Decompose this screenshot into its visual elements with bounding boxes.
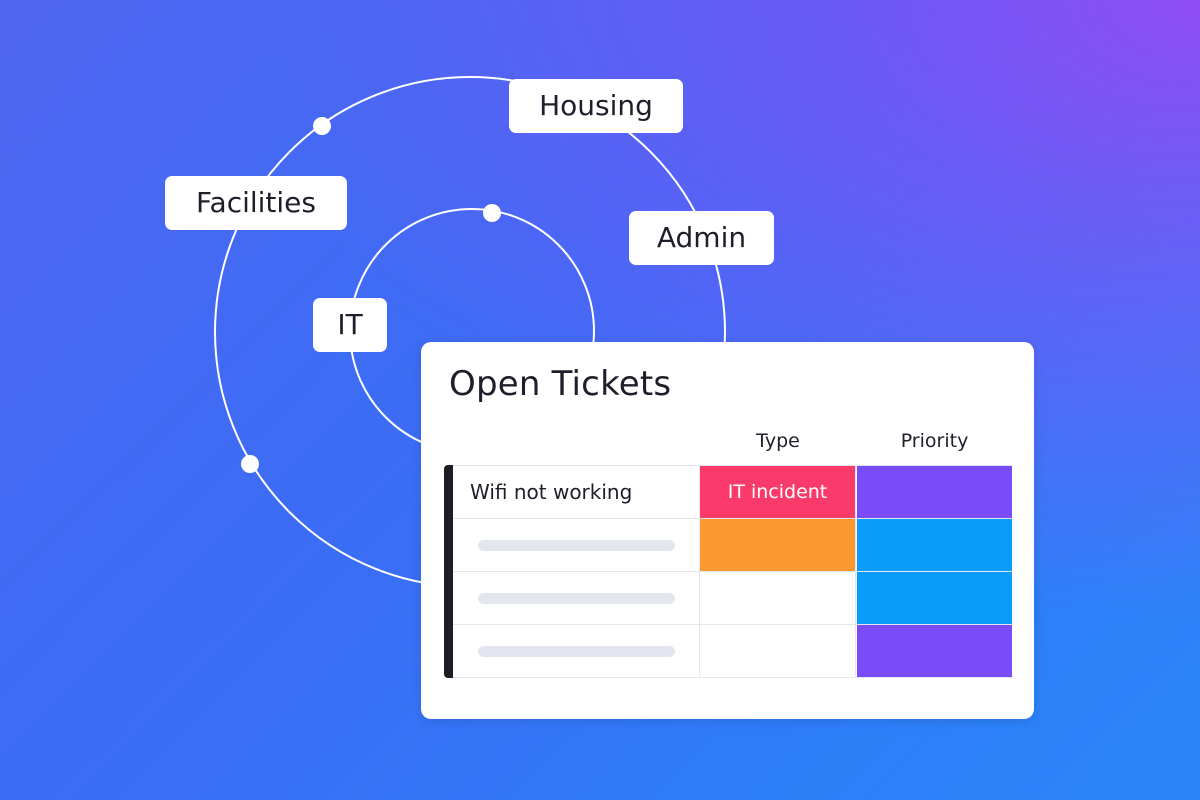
ticket-name-cell[interactable]	[453, 519, 700, 571]
ticket-type-cell[interactable]	[700, 519, 856, 571]
ticket-priority-cell[interactable]	[857, 625, 1012, 677]
table-row[interactable]	[453, 624, 1012, 678]
ticket-name-cell[interactable]	[453, 572, 700, 624]
table-row[interactable]	[453, 571, 1012, 624]
ticket-priority-cell[interactable]	[857, 572, 1012, 624]
column-header-type: Type	[756, 430, 800, 452]
orbit-dot	[241, 455, 259, 473]
ticket-name-cell[interactable]	[453, 625, 700, 677]
facilities-tag: Facilities	[165, 176, 347, 230]
housing-tag: Housing	[509, 79, 683, 133]
orbit-dot	[313, 117, 331, 135]
orbit-dot	[483, 204, 501, 222]
card-title: Open Tickets	[449, 364, 672, 404]
ticket-priority-cell[interactable]	[857, 519, 1012, 571]
ticket-priority-cell[interactable]	[857, 466, 1012, 518]
placeholder-bar	[478, 646, 675, 657]
ticket-name: Wifi not working	[470, 480, 633, 504]
placeholder-bar	[478, 593, 675, 604]
ticket-name-cell[interactable]: Wifi not working	[453, 466, 700, 518]
ticket-type-cell[interactable]	[700, 572, 856, 624]
table-row[interactable]: Wifi not working IT incident	[453, 465, 1012, 518]
open-tickets-card: Open Tickets Type Priority Wifi not work…	[421, 342, 1034, 719]
it-tag: IT	[313, 298, 387, 352]
table-row[interactable]	[453, 518, 1012, 571]
placeholder-bar	[478, 540, 675, 551]
ticket-type-label: IT incident	[727, 481, 828, 503]
ticket-type-cell[interactable]: IT incident	[700, 466, 856, 518]
column-header-priority: Priority	[900, 430, 969, 452]
ticket-type-cell[interactable]	[700, 625, 856, 677]
admin-tag: Admin	[629, 211, 774, 265]
tickets-table: Wifi not working IT incident	[444, 465, 1012, 678]
